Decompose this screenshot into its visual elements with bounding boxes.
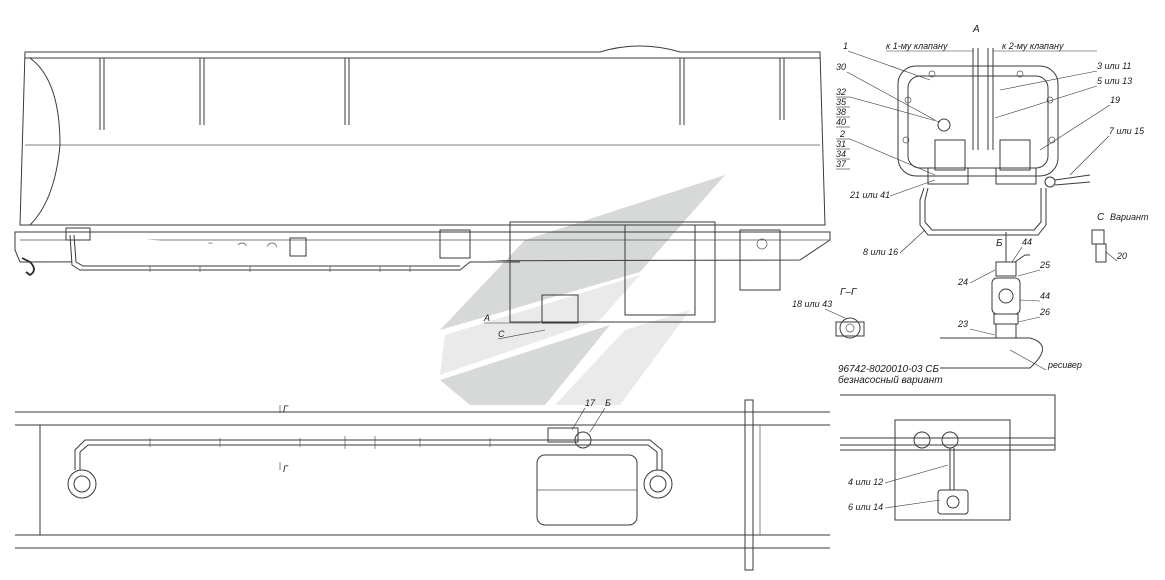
section-mark-bottom: Г: [283, 464, 289, 474]
callout-3-11: 3 или 11: [1097, 61, 1131, 71]
view-b-title: Б: [996, 238, 1003, 249]
callout-26: 26: [1039, 307, 1050, 317]
callout-8-16: 8 или 16: [863, 247, 898, 257]
watermark-logo: [440, 175, 725, 405]
callout-35: 35: [836, 97, 847, 107]
receiver-label: ресивер: [1047, 360, 1082, 370]
section-mark-top: Г: [283, 404, 289, 414]
detail-a: [897, 48, 1091, 236]
callout-7-15: 7 или 15: [1109, 126, 1145, 136]
callout-2: 2: [839, 129, 845, 139]
detail-c: [1091, 229, 1107, 263]
detail-a-callouts: 1 30 32 35 38 40 2 31 34 37 3 или 11 5 и…: [836, 41, 1145, 257]
detail-bottom-right: [840, 394, 1056, 521]
label-view-c-main: С: [498, 329, 505, 339]
callout-38: 38: [836, 107, 846, 117]
valve-1-label: к 1-му клапану: [886, 41, 948, 51]
view-c-title: С: [1097, 212, 1105, 223]
label-view-a-main: А: [483, 313, 490, 323]
valve-2-label: к 2-му клапану: [1002, 41, 1064, 51]
detail-b: [940, 232, 1043, 369]
callout-1: 1: [843, 41, 848, 51]
callout-b-bottom: Б: [605, 398, 611, 408]
plan-view: [15, 399, 830, 571]
callout-6-14: 6 или 14: [848, 502, 883, 512]
callout-30: 30: [836, 62, 846, 72]
doc-subtitle: безнасосный вариант: [838, 374, 943, 386]
callout-32: 32: [836, 87, 846, 97]
callout-44a: 44: [1022, 237, 1032, 247]
callout-40: 40: [836, 117, 846, 127]
callout-19: 19: [1110, 95, 1120, 105]
side-view: [14, 45, 831, 324]
callout-4-12: 4 или 12: [848, 477, 883, 487]
variant-label: Вариант: [1110, 212, 1149, 222]
callout-34: 34: [836, 149, 846, 159]
callout-21-41: 21 или 41: [849, 190, 890, 200]
doc-number: 96742-8020010-03 СБ: [838, 364, 940, 375]
callout-5-13: 5 или 13: [1097, 76, 1132, 86]
callout-17: 17: [585, 398, 596, 408]
callout-23: 23: [957, 319, 968, 329]
callout-31: 31: [836, 139, 846, 149]
callout-24: 24: [957, 277, 968, 287]
callout-25: 25: [1039, 260, 1051, 270]
callout-18-43: 18 или 43: [792, 299, 832, 309]
callout-20: 20: [1116, 251, 1127, 261]
section-gg: [835, 317, 865, 339]
callout-44b: 44: [1040, 291, 1050, 301]
callout-37: 37: [836, 159, 847, 169]
view-a-title: А: [972, 24, 980, 35]
section-gg-title: Г–Г: [840, 287, 858, 298]
